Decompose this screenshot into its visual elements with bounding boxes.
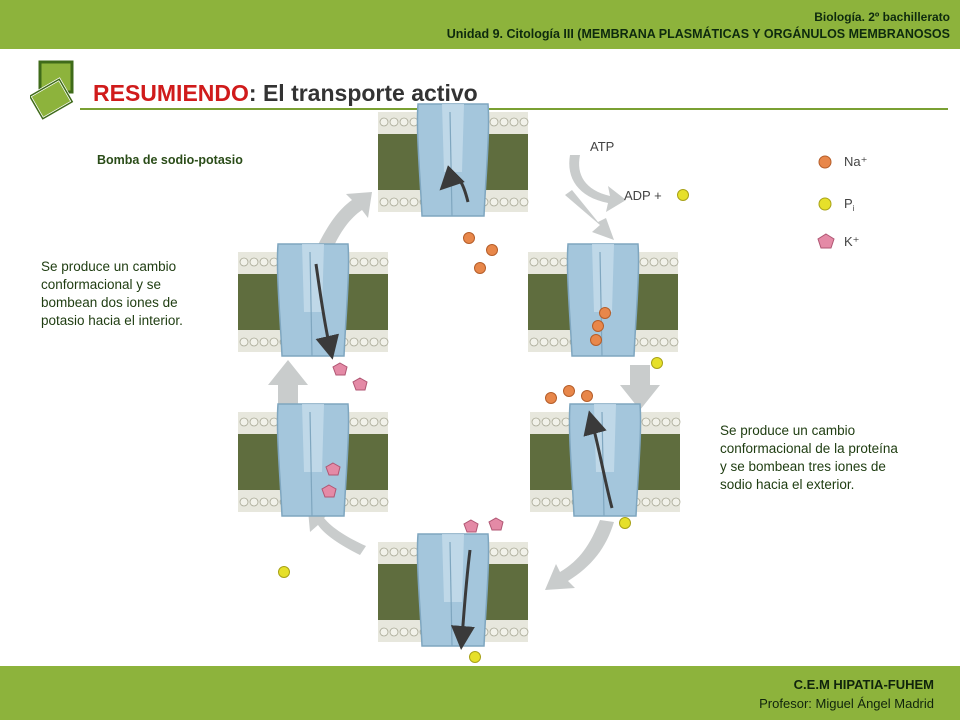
cycle-arrow-4 (308, 510, 366, 555)
pump-stage-left-lower (237, 403, 389, 517)
pump-stage-left-upper (237, 243, 389, 360)
legend: Na⁺ Pi K⁺ (817, 154, 867, 249)
course-label: Biología. 2º bachillerato (814, 10, 950, 24)
page-title: RESUMIENDO: El transporte activo (93, 80, 478, 107)
pump-stage-bottom (377, 533, 529, 650)
adp-label: ADP + (624, 188, 662, 203)
professor-name: Profesor: Miguel Ángel Madrid (759, 696, 934, 711)
slide-logo-icon (30, 60, 75, 120)
note-sodium-outflow: Se produce un cambio conformacional de l… (720, 423, 898, 492)
cycle-arrow-3 (545, 520, 614, 590)
legend-potassium-icon (817, 233, 835, 249)
legend-phosphate-icon (818, 197, 832, 211)
title-rest: : El transporte activo (248, 80, 478, 106)
pump-stage-right-lower (529, 403, 681, 517)
pump-stage-top (377, 103, 529, 217)
legend-sodium-icon (818, 155, 832, 169)
phosphate-ions (278, 189, 689, 663)
pump-stage-right-upper (527, 243, 679, 357)
atp-label: ATP (590, 139, 614, 154)
footer-bar: C.E.M HIPATIA-FUHEM Profesor: Miguel Áng… (0, 666, 960, 720)
legend-potassium-label: K⁺ (844, 234, 860, 249)
potassium-ions (321, 362, 504, 533)
sodium-ions (463, 232, 611, 404)
title-divider (80, 108, 948, 110)
note-potassium-inflow: Se produce un cambio conformacional y se… (41, 259, 183, 328)
cycle-arrow-1 (565, 190, 614, 240)
unit-label: Unidad 9. Citología III (MEMBRANA PLASMÁ… (446, 27, 950, 41)
cycle-arrow-2 (620, 365, 660, 410)
school-name: C.E.M HIPATIA-FUHEM (793, 677, 934, 692)
diagram-subtitle: Bomba de sodio-potasio (97, 153, 243, 167)
cycle-arrow-6 (318, 192, 372, 250)
legend-phosphate-label: Pi (844, 196, 855, 213)
header-bar: Biología. 2º bachillerato Unidad 9. Cito… (0, 0, 960, 49)
title-highlight: RESUMIENDO (93, 80, 249, 106)
cycle-arrow-5 (268, 360, 308, 405)
atp-arrow (569, 155, 626, 212)
legend-sodium-label: Na⁺ (844, 154, 867, 169)
